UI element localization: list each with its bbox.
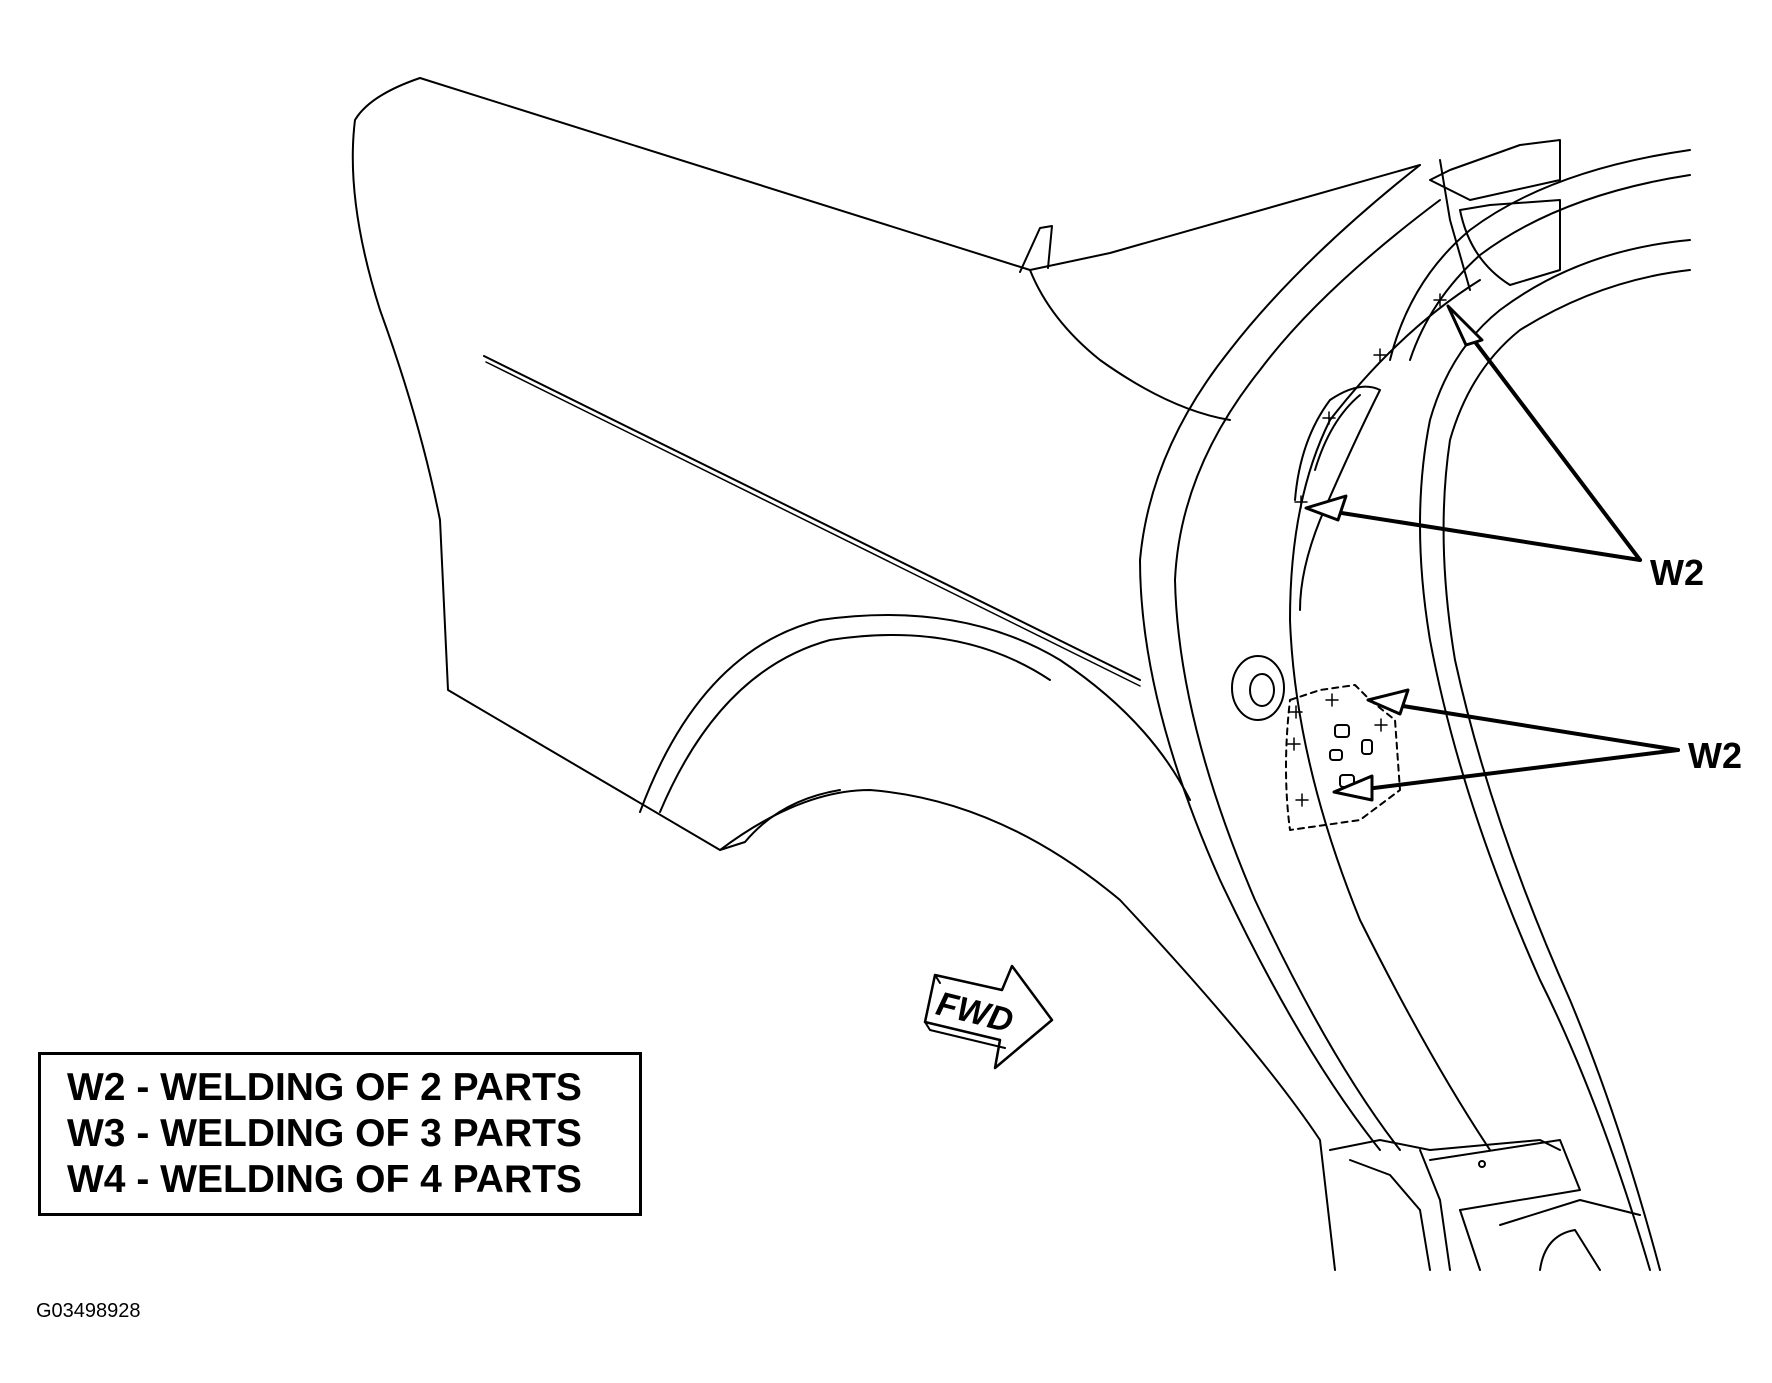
weld-legend: W2 - WELDING OF 2 PARTS W3 - WELDING OF … <box>38 1052 642 1216</box>
pillar-box-3 <box>1439 159 1471 291</box>
legend-row: W2 - WELDING OF 2 PARTS <box>67 1066 582 1109</box>
pillar-inner-1 <box>1174 199 1441 1151</box>
roof-edge-inner <box>1029 269 1231 421</box>
sill-1 <box>1329 1139 1561 1151</box>
side-molding <box>483 355 1141 681</box>
sill-5 <box>1459 1209 1481 1271</box>
wheel-arch-outer <box>639 614 1191 813</box>
roof-tab <box>1019 225 1053 273</box>
door-flange-3 <box>1419 239 1691 1271</box>
callout-arrows-upper <box>1308 320 1642 562</box>
sill-2 <box>1349 1159 1431 1271</box>
reinforcement-upper <box>1294 385 1381 611</box>
sill-3 <box>1419 1149 1451 1271</box>
wheel-arch-lip <box>719 789 841 851</box>
legend-row: W4 - WELDING OF 4 PARTS <box>67 1158 582 1201</box>
reinforcement-lower <box>1285 684 1401 831</box>
sill-4 <box>1429 1139 1581 1211</box>
pillar-box-2 <box>1459 199 1561 286</box>
wheel-arch-inner <box>659 634 1051 813</box>
arrowhead-2 <box>1304 494 1348 522</box>
weld-marks <box>1287 293 1447 807</box>
side-molding-lower <box>485 361 1141 687</box>
plate-slot-1 <box>1334 724 1350 738</box>
callout-label-lower: W2 <box>1688 735 1742 776</box>
pillar-box <box>1429 139 1561 201</box>
grommet-inner <box>1249 673 1275 707</box>
pillar-outer <box>1139 164 1421 1151</box>
arrowhead-3 <box>1366 688 1410 716</box>
sill-hole <box>1478 1160 1486 1168</box>
door-flange <box>1389 149 1691 361</box>
grommet-outer <box>1231 655 1285 721</box>
pillar-inner-2 <box>1289 279 1491 1151</box>
arrowhead-1 <box>1446 304 1484 347</box>
roof-edge <box>419 77 1421 271</box>
callout-arrows-lower <box>1340 700 1680 794</box>
door-flange-2 <box>1409 174 1691 361</box>
arrowhead-4 <box>1332 774 1374 802</box>
door-flange-4 <box>1442 269 1691 1271</box>
sill-7 <box>1539 1229 1601 1271</box>
plate-slot-4 <box>1361 739 1373 755</box>
reinforcement-upper-2 <box>1314 394 1361 471</box>
callout-label-upper: W2 <box>1650 552 1704 593</box>
sill-6 <box>1499 1199 1641 1226</box>
legend-row: W3 - WELDING OF 3 PARTS <box>67 1112 582 1155</box>
figure-id: G03498928 <box>36 1300 141 1322</box>
fwd-arrow: FWD <box>923 964 1054 1070</box>
plate-slot-2 <box>1329 749 1343 761</box>
quarter-panel-outline <box>351 77 1336 1271</box>
